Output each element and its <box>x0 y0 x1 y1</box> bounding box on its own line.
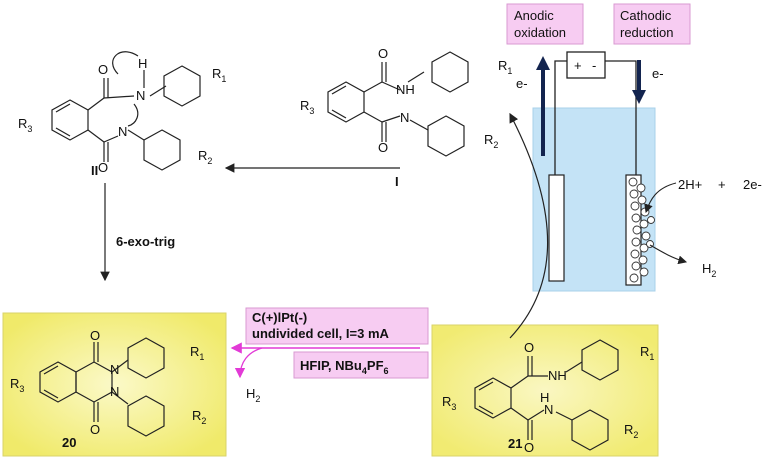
20-R3: R3 <box>10 376 24 394</box>
cathode-electron-label: e- <box>652 66 664 81</box>
h2-side-arrow <box>234 347 263 379</box>
20-O-bottom: O <box>90 422 100 437</box>
20-N-top: N <box>110 362 119 377</box>
positive-terminal: + <box>574 58 582 73</box>
21-NH-top: NH <box>548 368 567 383</box>
conditions-line2: undivided cell, I=3 mA <box>252 326 390 341</box>
anodic-label-line1: Anodic <box>514 8 554 23</box>
anode-electrode <box>548 174 565 282</box>
I-O-bottom: O <box>378 140 388 155</box>
compound-II-label: II <box>91 163 98 178</box>
structure-20 <box>39 337 165 437</box>
anode-electron-label: e- <box>516 76 528 91</box>
I-R3: R3 <box>300 98 314 116</box>
II-R3: R3 <box>18 116 32 134</box>
II-N-top: N <box>136 88 145 103</box>
21-R2: R2 <box>624 422 638 440</box>
I-O-top: O <box>378 46 388 61</box>
I-R1: R1 <box>498 58 512 76</box>
II-O-bottom: O <box>98 160 108 175</box>
cathodic-reduction-box <box>613 3 691 45</box>
21-O-bottom: O <box>524 440 534 455</box>
cathodic-label-line2: reduction <box>620 25 673 40</box>
II-R1: R1 <box>212 66 226 84</box>
hydrogen-release-arrow <box>649 244 688 265</box>
20-R2: R2 <box>192 408 206 426</box>
anode-electron-arrow <box>536 56 550 156</box>
proton-arrow <box>644 182 677 214</box>
h2-side-label: H2 <box>246 386 260 404</box>
solvent-box <box>293 351 429 379</box>
solvent-label: HFIP, NBu4PF6 <box>300 358 389 376</box>
step-label: 6-exo-trig <box>116 234 175 249</box>
conditions-box <box>245 307 429 345</box>
hydrogen-label: H2 <box>702 261 716 279</box>
power-supply <box>566 51 606 79</box>
20-N-bottom: N <box>110 384 119 399</box>
21-N-bottom: N <box>544 402 553 417</box>
electron-term: 2e- <box>743 177 762 192</box>
electrochemical-cell: + - e- e- <box>516 51 664 292</box>
21-O-top: O <box>524 340 534 355</box>
structure-21 <box>474 339 619 451</box>
conditions-line1: C(+)lPt(-) <box>252 310 307 325</box>
negative-terminal: - <box>592 58 596 73</box>
cathode-electron-arrow <box>632 60 646 104</box>
II-R2: R2 <box>198 148 212 166</box>
20-R1: R1 <box>190 344 204 362</box>
oxidation-arrow <box>509 112 549 339</box>
anodic-oxidation-box <box>506 3 584 45</box>
I-R2: R2 <box>484 132 498 150</box>
II-O-top: O <box>98 62 108 77</box>
plus-sign: + <box>718 177 726 192</box>
hydrogen-bubbles <box>628 177 655 283</box>
structure-I <box>327 51 469 157</box>
II-N-radical: N <box>118 124 127 139</box>
cathodic-label-line1: Cathodic <box>620 8 672 23</box>
proton-term: 2H+ <box>678 177 702 192</box>
21-R3: R3 <box>442 394 456 412</box>
I-NH: NH <box>396 82 415 97</box>
I-N-radical: N <box>400 110 409 125</box>
structure-II <box>51 51 201 171</box>
compound-20-label: 20 <box>62 435 76 450</box>
substrate-21-box <box>431 324 659 457</box>
compound-21-label: 21 <box>508 436 522 451</box>
compound-I-label: I <box>395 174 399 189</box>
21-R1: R1 <box>640 344 654 362</box>
20-O-top: O <box>90 328 100 343</box>
anodic-label-line2: oxidation <box>514 25 566 40</box>
21-H-bottom: H <box>540 390 549 405</box>
II-H: H <box>138 56 147 71</box>
